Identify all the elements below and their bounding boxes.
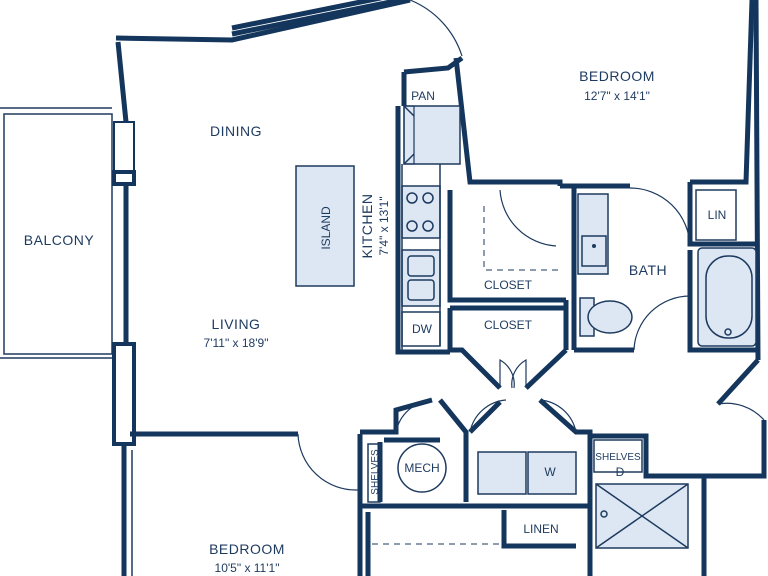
shelves-vertical-label: SHELVES [370,449,381,495]
w-label: W [544,465,556,479]
dining-label: DINING [210,123,262,139]
closet-label-2: CLOSET [484,318,533,332]
kitchen-label: KITCHEN [359,194,375,259]
living-label: LIVING [212,316,261,332]
pan-label: PAN [411,89,435,103]
lin-label: LIN [708,208,727,222]
dw-label: DW [412,322,433,336]
utility-fixtures [367,439,689,549]
balcony-area [0,107,113,359]
island-label: ISLAND [319,206,333,250]
bedroom-upper-dims: 12'7" x 14'1" [584,89,650,103]
closet-label-1: CLOSET [484,278,533,292]
kitchen-fixtures [401,105,461,352]
walls [112,0,767,576]
doors [297,0,765,491]
shelves-small-label: SHELVES [595,452,641,463]
bedroom-lower-dims: 10'5" x 11'1" [215,561,280,575]
d-label: D [616,465,625,479]
balcony-label: BALCONY [24,232,95,248]
bath-label: BATH [629,262,667,278]
bedroom-upper-label: BEDROOM [579,68,655,84]
kitchen-dims: 7'4" x 13'1" [377,196,391,255]
linen-label: LINEN [523,522,558,536]
mech-label: MECH [404,461,439,475]
bedroom-lower-label: BEDROOM [209,541,285,557]
bath-fixtures [577,189,757,347]
living-dims: 7'11" x 18'9" [204,336,269,350]
island-counter [295,165,355,287]
dashed-lines [372,206,560,545]
